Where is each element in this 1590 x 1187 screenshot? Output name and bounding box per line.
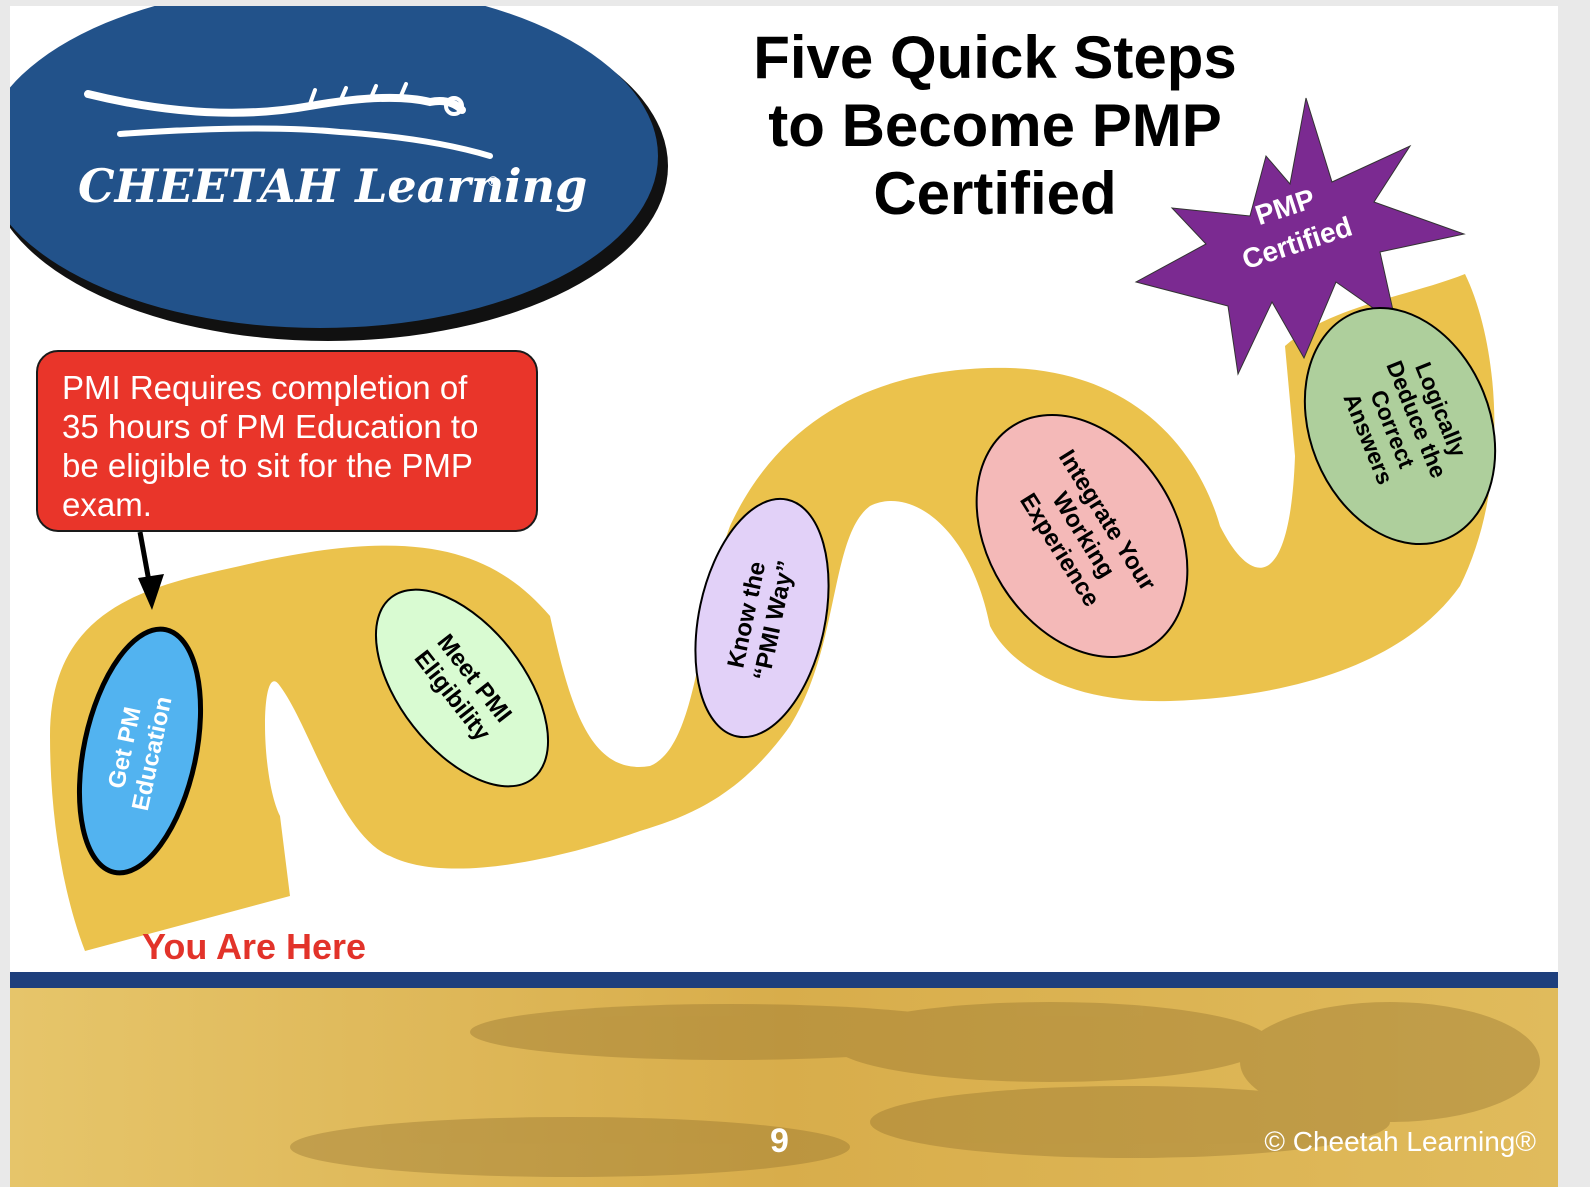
cheetah-icon — [84, 82, 493, 159]
cheetah-photo — [290, 1002, 1540, 1177]
title-line-3: Certified — [873, 160, 1117, 227]
callout-text: PMI Requires completion of 35 hours of P… — [62, 369, 479, 523]
callout-box: PMI Requires completion of 35 hours of P… — [36, 350, 538, 532]
pmp-certified-burst: PMP Certified — [1134, 97, 1466, 376]
step-get-pm-education: Get PM Education — [76, 626, 204, 876]
logo-oval: CHEETAH Learning ® — [10, 6, 668, 341]
callout-arrow — [137, 531, 164, 610]
you-are-here-label: You Are Here — [142, 926, 367, 967]
footer-band — [10, 972, 1558, 988]
slide: CHEETAH Learning ® Five Quick Steps to B… — [10, 6, 1558, 1187]
page-title: Five Quick Steps to Become PMP Certified — [650, 24, 1340, 228]
step-integrate-your-working-experience: Integrate Your Working Experience — [975, 414, 1189, 658]
footer-background — [10, 988, 1558, 1187]
footer-banner — [10, 972, 1558, 1187]
page-number: 9 — [770, 1122, 789, 1160]
step-meet-pmi-eligibility: Meet PMI Eligibility — [374, 588, 550, 788]
step-know-the-pmi-way: Know the “PMI Way” — [694, 497, 830, 739]
title-line-1: Five Quick Steps — [753, 24, 1237, 91]
logo-text: CHEETAH Learning — [78, 159, 587, 213]
logo-registered-mark: ® — [488, 173, 499, 189]
title-line-2: to Become PMP — [768, 92, 1222, 159]
steps-diagram: PMP Certified Get PM Education Meet PMI … — [50, 97, 1497, 951]
step-logically-deduce-the-correct-answers: Logically Deduce the Correct Answers — [1303, 306, 1497, 546]
copyright-text: © Cheetah Learning® — [1264, 1126, 1536, 1157]
